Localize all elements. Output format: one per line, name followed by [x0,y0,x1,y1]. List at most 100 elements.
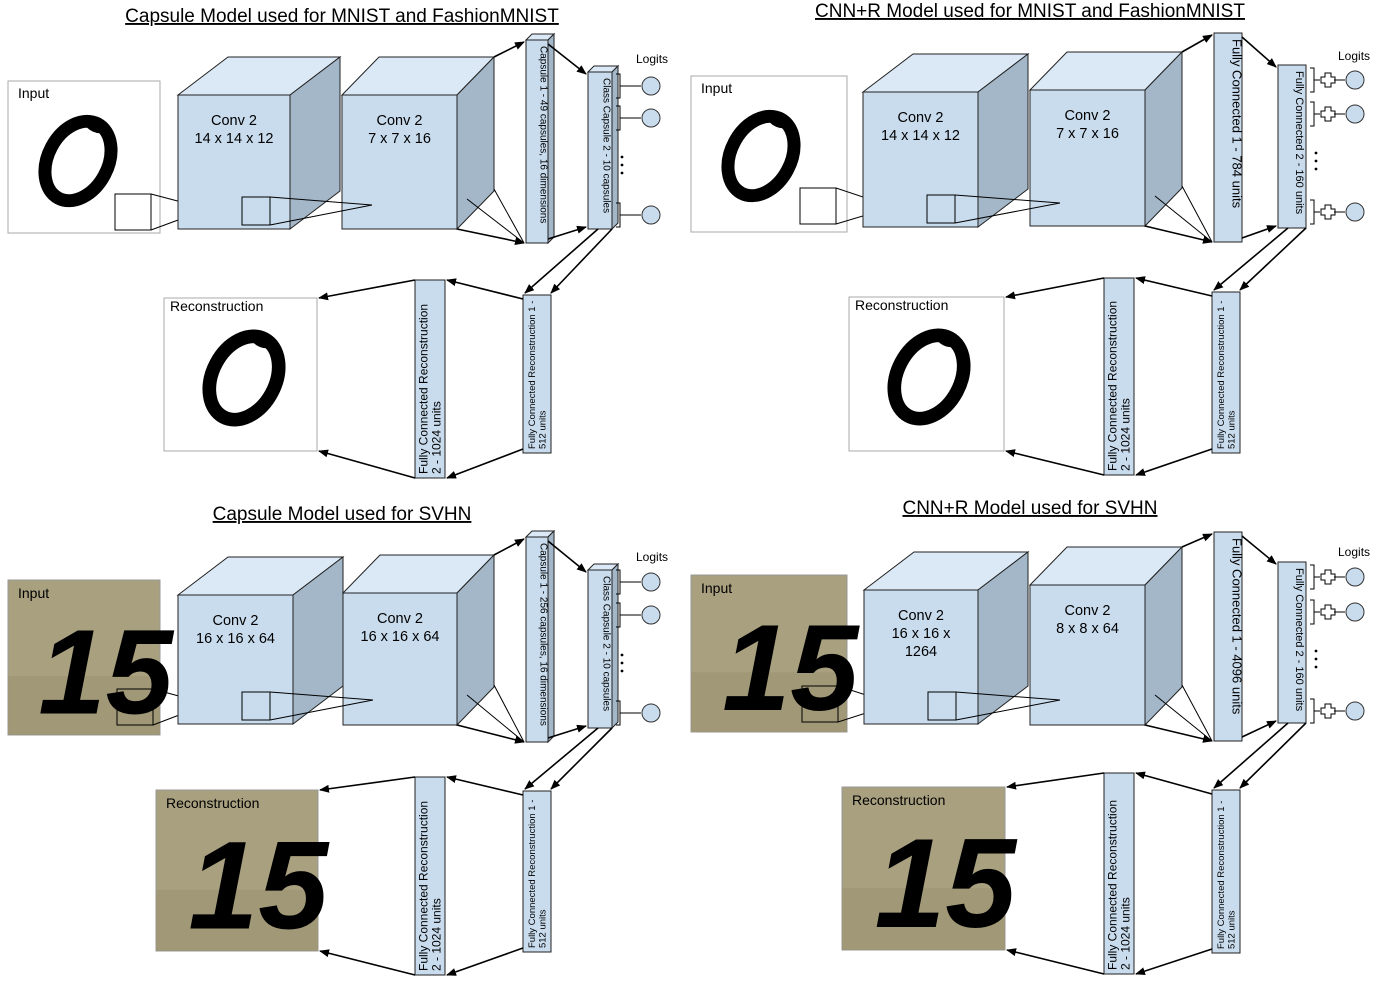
conv-block-label: 16 x 16 x 64 [196,631,275,647]
thin-line [466,694,525,743]
bar-label: 2 - 1024 units [430,898,444,971]
photo-digits: 15 [875,812,1019,954]
conv-block-label: 1264 [905,644,937,660]
conv-block-front [177,594,294,725]
plus-shape [1320,72,1336,88]
logit-brace [1310,67,1320,93]
layer-bar-1: Capsule 1 - 49 capsules, 16 dimensions [524,32,556,245]
ellipsis-dot [620,171,624,175]
logit-node [1345,70,1365,90]
logit-node [641,605,661,625]
bar-label: Fully Connected Reconstruction 1 - [1216,301,1227,449]
receptive-line [955,691,1061,701]
arrow-line [446,947,524,976]
logit-brace [616,202,626,228]
digit-stroke [933,333,956,348]
conv-block-label: Conv 2 [377,113,423,129]
receptive-field [241,196,271,226]
bar-face [1277,561,1307,724]
arrow-line [547,43,587,75]
photo-label: Reconstruction [166,795,259,811]
logits-label: Logits [1338,545,1370,559]
ellipsis-dot [620,155,624,159]
bar-label: 2 - 1024 units [1119,398,1133,471]
bar-label: 2 - 1024 units [430,401,444,474]
layer-bar-1: Fully Connected 1 - 784 units [1213,32,1245,243]
conv-block-front [863,589,979,725]
bar-face [1103,277,1135,476]
bar-label: 512 units [1227,410,1238,449]
logits-group: Logits [1310,545,1370,724]
arrow-line [1213,227,1289,291]
plus-sign [1320,604,1336,620]
arrow-line [456,724,525,744]
logit-node [1345,567,1365,587]
conv-block-label: Conv 2 [211,113,257,129]
layer-bar-1: Capsule 1 - 256 capsules, 16 dimensions [524,529,556,744]
reconstruction-image: Reconstruction [848,296,1005,452]
arrow-line [1241,36,1277,68]
conv-block-label: 7 x 7 x 16 [368,131,431,147]
plus-sign [1320,204,1336,220]
bar-label: Fully Connected 1 - 4096 units [1230,538,1245,715]
bar-face [1213,32,1243,243]
receptive-line [269,699,374,721]
arrow-line [318,279,416,301]
arrow-line [550,228,613,294]
arrow-line [547,540,587,573]
input-frame [7,80,161,234]
arrow-line [1144,225,1213,244]
conv-block-label: Conv 2 [898,608,944,624]
conv-block-front [1029,89,1146,227]
plus-shape [1320,106,1336,122]
recon-label: Reconstruction [170,298,263,314]
bar-face [522,294,552,454]
plus-shape [1320,703,1336,719]
logit-brace [1310,564,1320,590]
arrow-line [318,449,416,479]
digit-zero-image [721,109,801,203]
conv-block-label: Conv 2 [213,613,259,629]
digit-stroke [765,114,787,129]
arrow-line [1181,533,1213,548]
plus-sign [1320,106,1336,122]
input-label: Input [18,85,49,101]
logit-node [641,572,661,592]
arrow-line [524,727,599,790]
conv-layer-1: Conv 214 x 14 x 12 [861,52,1030,229]
arrow-line [1239,722,1307,789]
bar-face [414,776,446,976]
arrow-line [550,727,613,790]
arrow-line [456,228,525,246]
plus-sign [1320,72,1336,88]
logit-brace [616,700,626,726]
bar-label: 512 units [538,410,549,449]
receptive-field [926,194,956,224]
thin-line [1181,684,1213,742]
conv-block-label: Conv 2 [377,611,423,627]
panel-title: CNN+R Model used for SVHN [902,498,1157,519]
arrow-line [524,228,599,294]
conv-layer-1: Conv 214 x 14 x 12 [176,55,342,231]
arrow-line [1213,722,1289,789]
arrow-line [547,724,587,739]
thin-line [466,198,525,244]
bar-label: Capsule 1 - 256 capsules, 16 dimensions [538,543,549,726]
bar-face [525,536,549,743]
digit-zero-image [887,328,971,426]
ellipsis-dot [620,661,624,665]
photo-digits: 15 [188,814,330,955]
arrow-line [446,448,524,479]
receptive-field [927,691,957,721]
plus-sign [1320,703,1336,719]
bar-face [1211,789,1241,954]
bar-label: Fully Connected Reconstruction [1106,301,1120,471]
arrow-line [1135,448,1213,476]
panel-title: Capsule Model used for SVHN [213,504,472,525]
logit-brace [616,569,626,595]
arrow-line [547,225,587,240]
